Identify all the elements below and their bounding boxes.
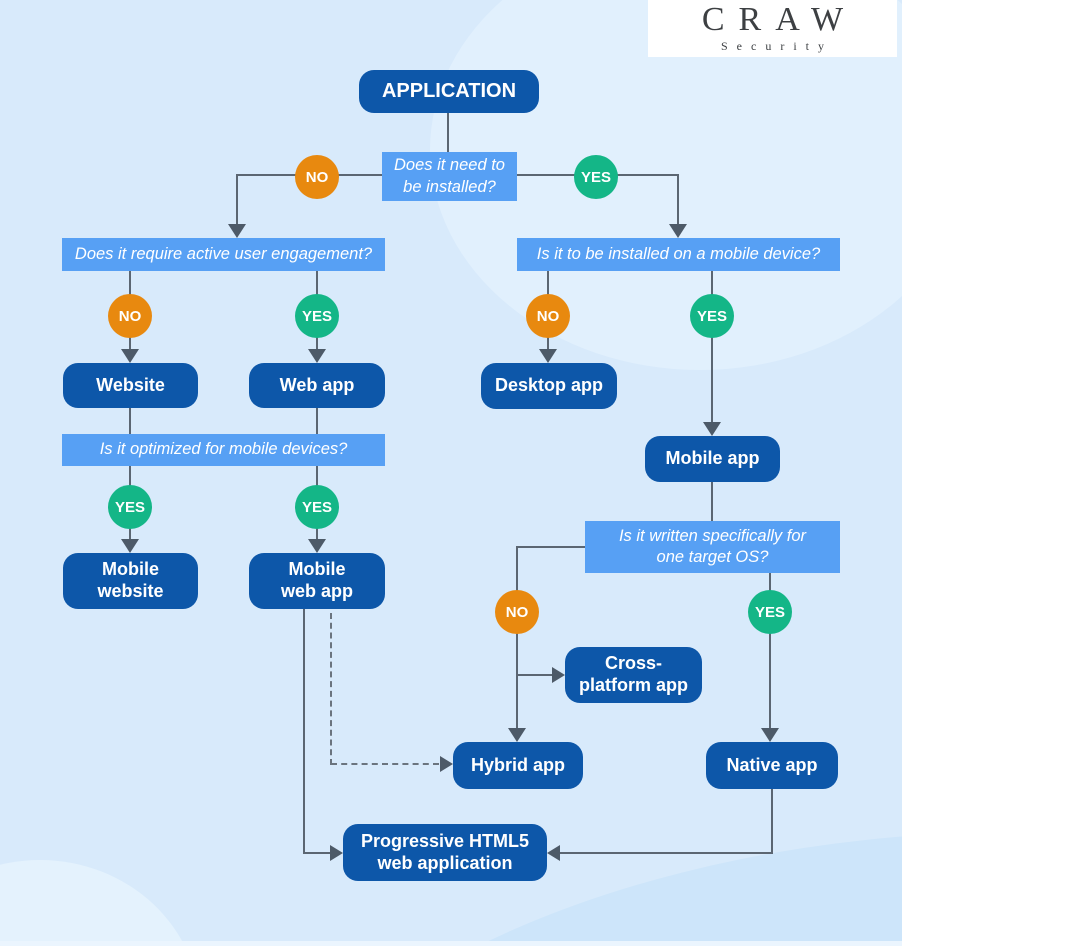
arrowhead-icon bbox=[547, 845, 560, 861]
connector-line bbox=[771, 789, 773, 854]
arrowhead-icon bbox=[703, 422, 721, 436]
node-web-app: Web app bbox=[249, 363, 385, 408]
arrowhead-icon bbox=[552, 667, 565, 683]
arrowhead-icon bbox=[669, 224, 687, 238]
arrowhead-icon bbox=[761, 728, 779, 742]
node-native-app: Native app bbox=[706, 742, 838, 789]
connector-line bbox=[517, 546, 585, 548]
question-need-installed: Does it need to be installed? bbox=[382, 152, 517, 201]
question-optimized-mobile: Is it optimized for mobile devices? bbox=[62, 434, 385, 466]
node-website: Website bbox=[63, 363, 198, 408]
arrowhead-icon bbox=[508, 728, 526, 742]
connector-line bbox=[769, 573, 771, 730]
badge-yes: YES bbox=[574, 155, 618, 199]
node-mobile-website: Mobile website bbox=[63, 553, 198, 609]
connector-line bbox=[711, 271, 713, 422]
badge-yes: YES bbox=[295, 294, 339, 338]
badge-yes: YES bbox=[108, 485, 152, 529]
node-application: APPLICATION bbox=[359, 70, 539, 113]
connector-line bbox=[316, 408, 318, 434]
background-strip bbox=[0, 941, 902, 946]
question-one-target-os: Is it written specifically for one targe… bbox=[585, 521, 840, 573]
question-installed-mobile-device: Is it to be installed on a mobile device… bbox=[517, 238, 840, 271]
connector-line bbox=[711, 482, 713, 521]
logo-subtitle-text: Security bbox=[721, 39, 833, 53]
node-mobile-app: Mobile app bbox=[645, 436, 780, 482]
connector-line bbox=[303, 852, 333, 854]
badge-no: NO bbox=[526, 294, 570, 338]
badge-no: NO bbox=[108, 294, 152, 338]
badge-yes: YES bbox=[690, 294, 734, 338]
node-mobile-web-app: Mobile web app bbox=[249, 553, 385, 609]
logo-brand-text: CRAW bbox=[701, 1, 858, 38]
node-hybrid-app: Hybrid app bbox=[453, 742, 583, 789]
dashed-connector-line bbox=[330, 613, 332, 765]
connector-line bbox=[559, 852, 773, 854]
arrowhead-icon bbox=[308, 349, 326, 363]
diagram-background: NO YES NO YES NO YES YES YES NO YES APPL… bbox=[0, 0, 902, 946]
background-blob bbox=[0, 860, 200, 946]
connector-line bbox=[303, 608, 305, 854]
arrowhead-icon bbox=[440, 756, 453, 772]
badge-no: NO bbox=[295, 155, 339, 199]
arrowhead-icon bbox=[228, 224, 246, 238]
node-cross-platform-app: Cross- platform app bbox=[565, 647, 702, 703]
arrowhead-icon bbox=[121, 539, 139, 553]
node-desktop-app: Desktop app bbox=[481, 363, 617, 409]
connector-line bbox=[677, 174, 679, 226]
connector-line bbox=[516, 546, 518, 730]
badge-yes: YES bbox=[295, 485, 339, 529]
background-blob bbox=[221, 771, 902, 946]
connector-line bbox=[236, 174, 238, 226]
arrowhead-icon bbox=[539, 349, 557, 363]
arrowhead-icon bbox=[121, 349, 139, 363]
connector-line bbox=[447, 113, 449, 152]
badge-no: NO bbox=[495, 590, 539, 634]
arrowhead-icon bbox=[308, 539, 326, 553]
connector-line bbox=[129, 408, 131, 434]
dashed-connector-line bbox=[331, 763, 439, 765]
question-active-user-engagement: Does it require active user engagement? bbox=[62, 238, 385, 271]
connector-line bbox=[517, 674, 553, 676]
craw-security-logo: CRAW Security bbox=[648, 0, 897, 57]
arrowhead-icon bbox=[330, 845, 343, 861]
badge-yes: YES bbox=[748, 590, 792, 634]
node-progressive-html5-web-application: Progressive HTML5 web application bbox=[343, 824, 547, 881]
